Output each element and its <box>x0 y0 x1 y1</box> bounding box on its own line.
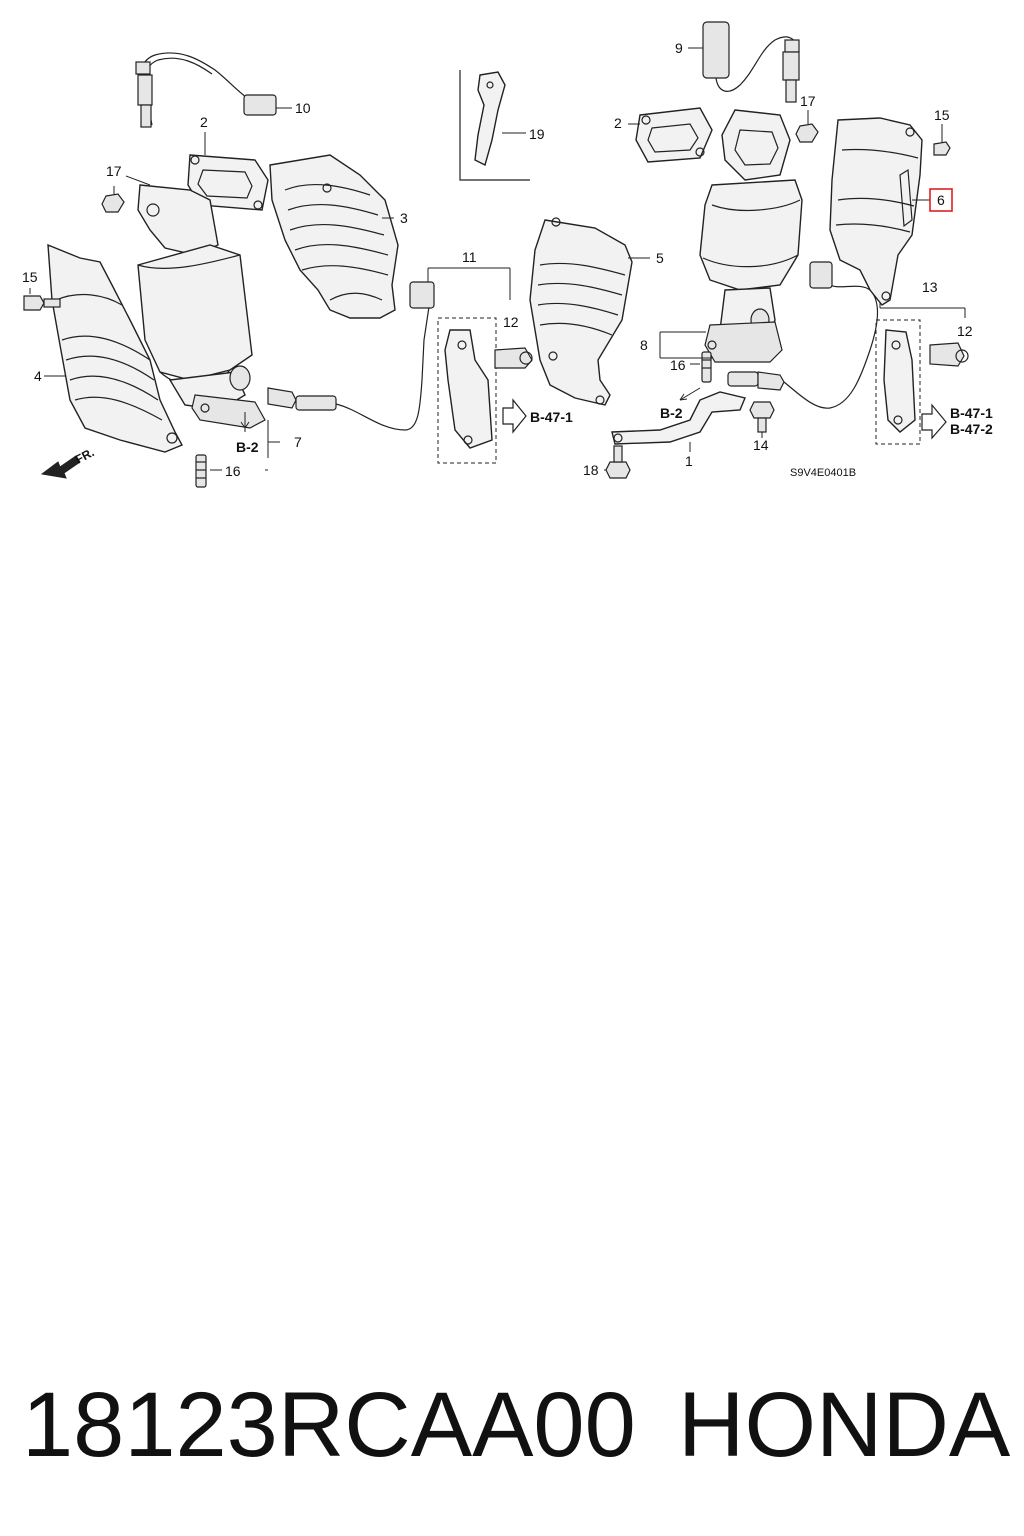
callout-15-left: 15 <box>22 269 38 285</box>
ref-arrow-b-47-right <box>921 403 947 440</box>
oxygen-sensor-13 <box>727 261 966 409</box>
ref-b-47-2-right: B-47-2 <box>950 421 993 437</box>
callout-6: 6 <box>937 192 945 208</box>
ref-b-47-1-left: B-47-1 <box>530 409 573 425</box>
catalytic-converter-right <box>699 109 803 363</box>
oxygen-sensor-11 <box>267 267 511 431</box>
heat-shield-6 <box>829 117 930 306</box>
callout-2-right: 2 <box>614 115 622 131</box>
callout-3: 3 <box>400 210 408 226</box>
callout-8: 8 <box>640 337 648 353</box>
callout-9: 9 <box>675 40 683 56</box>
oxygen-sensor-9 <box>688 21 800 103</box>
callout-11: 11 <box>462 249 477 265</box>
callout-5: 5 <box>656 250 664 266</box>
nut-17-right <box>795 110 819 143</box>
bolt-15-left <box>23 288 61 311</box>
callout-4: 4 <box>34 368 42 384</box>
catalytic-converter-left <box>137 184 266 429</box>
stud-bolt-16-left <box>195 454 207 488</box>
sensor-bracket-group-left <box>437 317 533 464</box>
callout-2-left: 2 <box>200 114 208 130</box>
highlight-box-6 <box>929 188 953 212</box>
callout-17-left: 17 <box>106 163 122 179</box>
heat-shield-4 <box>47 243 183 453</box>
stud-bolt-16-right <box>701 351 712 383</box>
footer: 18123RCAA00 HONDA <box>0 1355 1024 1495</box>
callout-1: 1 <box>685 453 693 469</box>
heat-shield-5 <box>529 217 633 406</box>
oxygen-sensor-10 <box>135 52 292 128</box>
bracket-19 <box>459 70 530 181</box>
callout-14: 14 <box>753 437 769 453</box>
callout-7: 7 <box>294 434 302 450</box>
callout-12-left: 12 <box>503 314 519 330</box>
bolt-14 <box>749 401 775 433</box>
leader-lines <box>44 175 763 471</box>
callout-17-right: 17 <box>800 93 816 109</box>
callout-15-right: 15 <box>934 107 950 123</box>
callout-18: 18 <box>583 462 599 478</box>
ref-b-47-1-right: B-47-1 <box>950 405 993 421</box>
diagram-code: S9V4E0401B <box>790 467 856 479</box>
bolt-18 <box>605 445 631 479</box>
callout-10: 10 <box>295 100 311 116</box>
callout-12-right: 12 <box>957 323 973 339</box>
sensor-bracket-group-right <box>875 319 969 445</box>
bracket-1 <box>611 391 746 452</box>
exploded-parts-diagram: 10 2 17 3 15 4 11 12 7 16 19 5 9 17 15 2… <box>22 21 993 488</box>
front-direction-arrow <box>40 455 81 479</box>
brand-name: HONDA <box>678 1374 1011 1476</box>
callout-16-right: 16 <box>670 357 686 373</box>
callout-13: 13 <box>922 279 938 295</box>
part-number: 18123RCAA00 <box>22 1374 636 1476</box>
ref-b-2-right: B-2 <box>660 405 683 421</box>
bolt-15-right <box>933 124 951 156</box>
callout-19: 19 <box>529 126 545 142</box>
gasket-2-right <box>628 107 713 163</box>
ref-b-2-left: B-2 <box>236 439 259 455</box>
nut-17-left <box>101 186 125 213</box>
ref-arrow-b-47-1-left <box>502 398 527 434</box>
callout-16-left: 16 <box>225 463 241 479</box>
heat-shield-3 <box>269 154 399 319</box>
gasket-2-left <box>187 132 269 211</box>
